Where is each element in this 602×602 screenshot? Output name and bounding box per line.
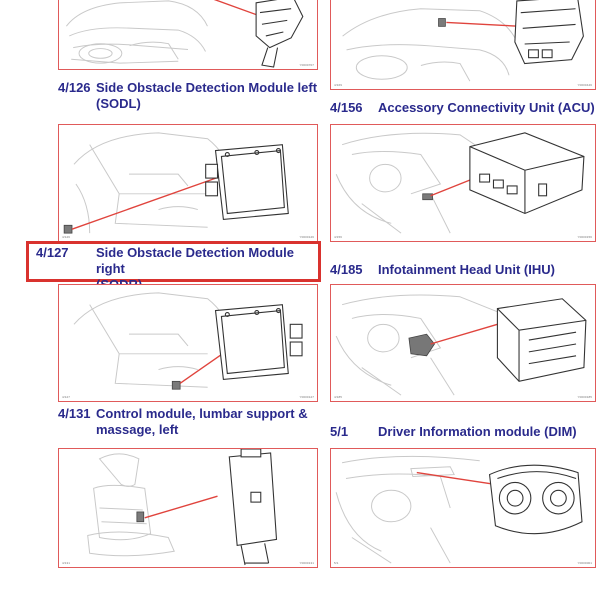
section-heading-4-156: 4/156 Accessory Connectivity Unit (ACU) [330,100,602,116]
panel-tag: Y0000156 [577,235,592,239]
panel-tag: Y0000131 [299,561,314,565]
panel-tag: 5/1 [334,561,339,565]
section-number: 4/131 [58,406,91,421]
section-heading-4-131: 4/131 Control module, lumbar support & m… [58,406,320,438]
section-title: Side Obstacle Detection Module right [96,245,294,276]
panel-tag: 4/185 [334,395,343,399]
panel-ihu-illustration: 4/185 Y0000185 [330,284,596,402]
car-interior-illustration [342,0,584,82]
section-heading-4-185: 4/185 Infotainment Head Unit (IHU) [330,262,602,278]
section-title: Driver Information module (DIM) [378,424,577,439]
panel-tag: 4/156 [334,235,343,239]
dashboard-acu-illustration [335,132,585,234]
panel-top-right-illustration: 4/169 Y0000446 [330,0,596,90]
panel-tag: Y0000126 [299,235,314,239]
panel-sodl-illustration: 4/126 Y0000126 [58,124,318,242]
section-title: Accessory Connectivity Unit (ACU) [378,100,595,115]
section-number: 4/156 [330,100,363,115]
section-subtitle: (SODL) [96,96,141,111]
section-heading-5-1: 5/1 Driver Information module (DIM) [330,424,602,440]
panel-tag: Y0000707 [299,63,314,67]
panel-tag: 4/131 [62,561,71,565]
panel-tag: 4/126 [62,235,71,239]
panel-tag: 4/169 [334,83,343,87]
seat-lumbar-illustration [87,449,278,566]
section-title: Infotainment Head Unit (IHU) [378,262,555,277]
section-title: Control module, lumbar support & [96,406,308,421]
section-heading-4-126: 4/126 Side Obstacle Detection Module lef… [58,80,320,112]
car-rear-sodr-illustration [73,292,303,390]
section-number: 4/126 [58,80,91,95]
car-front-illustration [65,0,304,68]
panel-tag: Y0000446 [577,83,592,87]
dashboard-ihu-illustration [335,294,587,396]
panel-dim-illustration: 5/1 Y0000001 [330,448,596,568]
panel-tag: Y0000127 [299,395,314,399]
highlight-box-sodr [26,241,321,282]
section-subtitle: massage, left [96,422,179,437]
panel-lumbar-illustration: 4/131 Y0000131 [58,448,318,568]
panel-tag: Y0000001 [577,561,592,565]
car-rear-sodl-illustration [63,132,289,234]
section-number: 4/185 [330,262,363,277]
panel-tag: 4/127 [62,395,71,399]
panel-acu-illustration: 4/156 Y0000156 [330,124,596,242]
section-title: Side Obstacle Detection Module left [96,80,318,95]
panel-sodr-illustration: 4/127 Y0000127 [58,284,318,402]
panel-tag: Y0000185 [577,395,592,399]
section-number: 4/127 [36,245,69,260]
dashboard-dim-illustration [335,455,583,564]
section-number: 5/1 [330,424,349,439]
panel-top-left-illustration: Y0000707 [58,0,318,70]
